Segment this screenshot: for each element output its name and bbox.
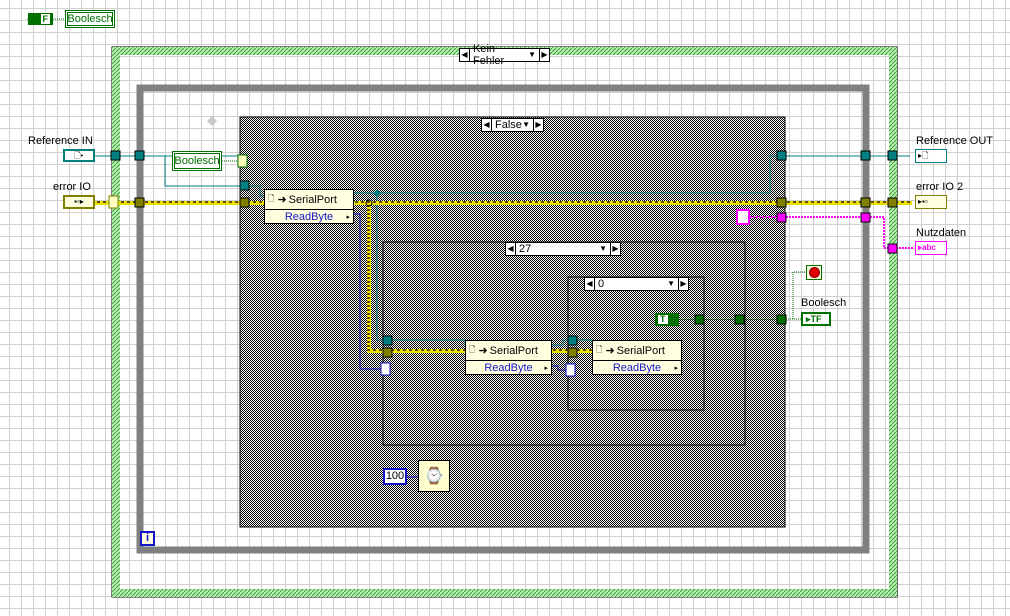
reference-in-terminal[interactable]: 🗋▸ [63,149,95,162]
dropdown-icon[interactable]: ▼ [667,279,675,288]
tunnels [110,150,898,358]
sequence-marker-icon [207,116,217,126]
increment-icon[interactable]: ▶ [539,49,549,61]
decrement-icon[interactable]: ◀ [506,243,516,255]
stop-button[interactable] [806,265,822,280]
stop-icon [808,267,820,278]
error-io-2-label: error IO 2 [916,181,964,193]
numeric-wires [352,213,572,478]
while-loop[interactable] [136,84,870,554]
boolesch-local-variable[interactable]: Boolesch [65,10,115,28]
outer-case-selector[interactable]: ◀ Kein Fehler ▼ ▶ [459,43,550,67]
reference-out-terminal[interactable]: ▸🗋 [915,149,947,163]
decrement-icon[interactable]: ◀ [482,119,492,131]
false-value: F [40,14,50,24]
case-selector-terminal [237,154,248,168]
boolesch-out-terminal[interactable]: ▸TF [801,312,831,326]
case-27-selector[interactable]: ◀ 27 ▼ ▶ [505,242,621,256]
chevron-right-icon: ▸ [544,364,548,372]
iteration-terminal: i [140,531,155,546]
arrow-icon: ➜ [605,345,615,357]
case-0-selector[interactable]: ◀ 0 ▼ ▶ [584,277,689,291]
wait-ms-constant[interactable]: 100 [383,468,407,485]
serialport-readbyte-node-2[interactable]: 🗋➜SerialPort ReadByte▸ [465,340,552,375]
increment-icon[interactable]: ▶ [533,119,543,131]
empty-string-constant[interactable] [736,209,750,225]
wire-junction [374,190,380,196]
reference-out-label: Reference OUT [916,135,994,147]
watch-icon: ⌚ [424,468,444,485]
refnum-icon: ▸🗋 [918,151,929,160]
nutzdaten-terminal[interactable]: ▸abc [915,241,947,255]
serialport-readbyte-node-3[interactable]: 🗋➜SerialPort ReadByte▸ [592,340,682,375]
inner-case-selector[interactable]: ◀ False ▼ ▶ [481,118,544,132]
wait-function[interactable]: ⌚ [418,460,450,492]
decrement-icon[interactable]: ◀ [460,49,470,61]
refnum-icon: 🗋 [268,193,275,203]
chevron-right-icon: ▸ [674,364,678,372]
error-io-2-terminal[interactable]: ▸▪▫ [915,195,947,209]
error-junction [365,199,373,207]
error-io-terminal[interactable]: ▪▫▸ [63,195,95,209]
decrement-icon[interactable]: ◀ [585,278,595,290]
error-io-label: error IO [53,181,91,193]
top-false-constant[interactable]: F [28,13,53,25]
error-cluster-icon: ▸▪▫ [918,197,928,206]
case-selector-terminal [108,195,119,209]
dropdown-icon[interactable]: ▼ [528,50,536,59]
error-cluster-icon: ▪▫▸ [74,197,84,206]
reference-in-label: Reference IN [28,135,93,147]
chevron-right-icon: ▸ [346,213,350,221]
refnum-icon: 🗋▸ [74,151,84,160]
string-icon: ▸abc [918,243,936,252]
string-wires [750,216,914,249]
arrow-icon: ➜ [277,194,287,206]
dropdown-icon[interactable]: ▼ [522,120,530,129]
refnum-icon: 🗋 [469,344,476,354]
case-selector-terminal [380,362,391,376]
true-constant[interactable]: T [655,313,679,326]
arrow-icon: ➜ [478,345,488,357]
serialport-readbyte-node-1[interactable]: 🗋➜SerialPort ReadByte▸ [264,189,354,224]
boolesch-out-label: Boolesch [801,297,847,309]
dropdown-icon[interactable]: ▼ [599,244,607,253]
increment-icon[interactable]: ▶ [678,278,688,290]
nutzdaten-label: Nutzdaten [916,227,967,239]
refnum-icon: 🗋 [596,344,603,354]
increment-icon[interactable]: ▶ [610,243,620,255]
case-selector-terminal [565,363,576,377]
boolesch-local-variable-inner[interactable]: Boolesch [172,151,222,171]
